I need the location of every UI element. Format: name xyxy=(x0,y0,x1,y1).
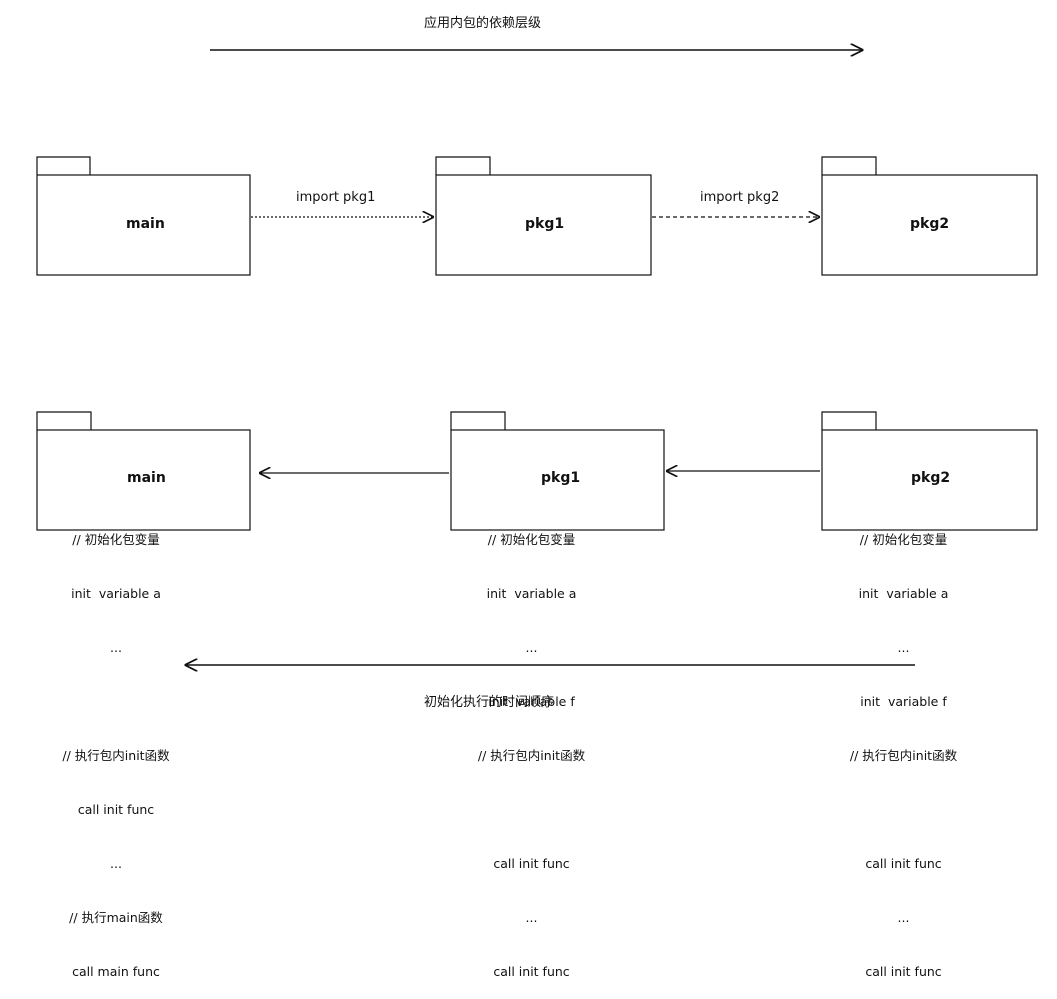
note-line: init variable a xyxy=(486,586,577,601)
note-line: // 初始化包变量 xyxy=(859,532,948,547)
package-name-pkg2-top: pkg2 xyxy=(910,216,950,232)
note-line xyxy=(449,801,614,819)
note-line: init variable f xyxy=(488,694,575,709)
note-line: ... xyxy=(897,640,910,655)
note-line: // 初始化包变量 xyxy=(72,532,160,547)
note-line: call init func xyxy=(77,802,155,817)
note-line xyxy=(36,693,196,711)
note-line: // 初始化包变量 xyxy=(487,532,576,547)
package-box-main-bottom xyxy=(36,411,251,531)
note-line: call init func xyxy=(865,856,942,871)
note-line: ... xyxy=(897,910,910,925)
note-line: ... xyxy=(110,640,122,655)
package-name-main-bottom: main xyxy=(127,470,166,486)
note-line: ... xyxy=(525,910,538,925)
note-line: // 执行包内init函数 xyxy=(477,748,586,763)
pkg1-notes: // 初始化包变量 init variable a ... init varia… xyxy=(449,495,614,999)
package-box-pkg1-top xyxy=(435,156,652,276)
note-line: // 执行包内init函数 xyxy=(849,748,958,763)
package-box-pkg1-bottom xyxy=(450,411,665,531)
import-label-pkg2: import pkg2 xyxy=(700,190,780,205)
init-order-title: 初始化执行的时间顺序 xyxy=(424,695,555,710)
main-notes: // 初始化包变量 init variable a ... // 执行包内ini… xyxy=(36,495,196,999)
package-box-pkg2-bottom xyxy=(821,411,1038,531)
note-line: ... xyxy=(525,640,538,655)
note-line: call init func xyxy=(493,964,570,979)
pkg2-notes: // 初始化包变量 init variable a ... init varia… xyxy=(821,495,986,999)
package-box-pkg2-top xyxy=(821,156,1038,276)
note-line: init variable f xyxy=(860,694,947,709)
note-line: init variable a xyxy=(858,586,949,601)
package-name-pkg1-bottom: pkg1 xyxy=(541,470,581,486)
package-name-pkg2-bottom: pkg2 xyxy=(911,470,951,486)
import-label-pkg1: import pkg1 xyxy=(296,190,376,205)
package-box-main-top xyxy=(36,156,251,276)
dependency-diagram xyxy=(36,0,1038,721)
package-name-pkg1-top: pkg1 xyxy=(525,216,565,232)
package-name-main-top: main xyxy=(126,216,165,232)
note-line: // 执行main函数 xyxy=(69,910,163,925)
note-line xyxy=(821,801,986,819)
note-line: ... xyxy=(110,856,122,871)
note-line: init variable a xyxy=(71,586,161,601)
note-line: // 执行包内init函数 xyxy=(62,748,170,763)
note-line: call main func xyxy=(72,964,160,979)
dependency-level-title: 应用内包的依赖层级 xyxy=(424,16,542,31)
note-line: call init func xyxy=(493,856,570,871)
note-line: call init func xyxy=(865,964,942,979)
